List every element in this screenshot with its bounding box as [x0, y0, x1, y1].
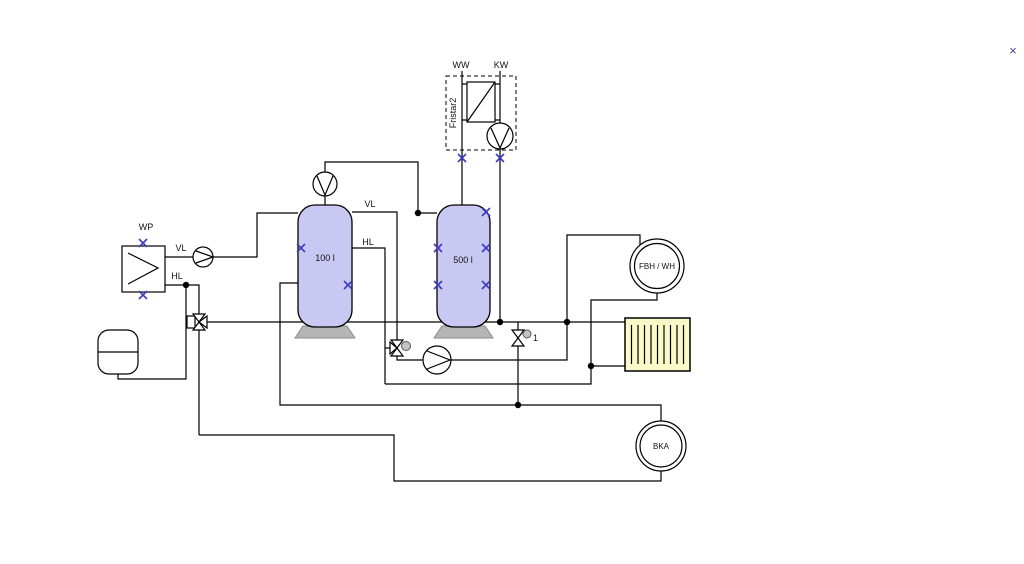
expansion-vessel[interactable]	[97, 329, 139, 375]
sensor-x-mark	[138, 290, 148, 300]
junction-dot	[414, 209, 422, 217]
pipe-expansion-vessel	[117, 285, 187, 380]
fbh-wh-circuit[interactable]: FBH / WH	[629, 238, 685, 294]
sensor-x-mark	[481, 280, 491, 290]
heating-circuit-pump[interactable]	[422, 345, 452, 375]
wp-vl-label: VL	[175, 243, 186, 253]
junction-dot	[563, 318, 571, 326]
sensor-marks	[138, 153, 505, 300]
storage-tank-500l[interactable]: 500 l	[433, 204, 494, 339]
tank-hl-label: HL	[362, 237, 374, 247]
heat-pump-label: WP	[139, 222, 154, 232]
wp-pump[interactable]	[192, 246, 215, 268]
heat-exchanger-diagonal	[466, 81, 496, 123]
pipe-wp-hl	[165, 284, 200, 435]
junction-dot	[514, 401, 522, 409]
zone-valve-1[interactable]	[510, 329, 532, 347]
sensor-x-mark	[457, 153, 467, 163]
pipes	[117, 71, 662, 482]
radiator-fins	[630, 325, 685, 364]
heat-pump-zigzag	[127, 252, 160, 285]
pipe-wp-vl	[165, 212, 298, 258]
pipe-heating-supply	[396, 234, 641, 361]
junction-dot	[496, 318, 504, 326]
sensor-x-mark	[296, 243, 306, 253]
buffer-tank-100l[interactable]: 100 l	[294, 204, 356, 339]
ww-label: WW	[453, 60, 470, 70]
pipe-tank-vl	[352, 211, 398, 341]
tank-500-label: 500 l	[453, 255, 473, 265]
fbh-wh-label: FBH / WH	[639, 262, 675, 271]
mixing-valve-heating[interactable]	[389, 339, 411, 357]
pipe-bka-return	[199, 434, 662, 482]
bka-circuit[interactable]: BKA	[635, 420, 687, 472]
junction-dot	[182, 281, 190, 289]
sensor-x-mark	[433, 280, 443, 290]
junction-dot	[587, 362, 595, 370]
tank-100-base	[294, 325, 356, 339]
close-icon[interactable]: ×	[1009, 43, 1017, 58]
valve1-label: 1	[533, 333, 538, 343]
sensor-x-mark	[481, 243, 491, 253]
pipe-tank-transfer	[324, 161, 437, 214]
tank-vl-label: VL	[364, 199, 375, 209]
pipe-bka-supply	[279, 282, 662, 421]
fristar-label: Fristar2	[448, 98, 458, 129]
fristar-pump[interactable]	[486, 122, 514, 150]
pipe-heating-return	[385, 293, 658, 385]
wp-hl-label: HL	[171, 271, 183, 281]
mixer-actuator	[401, 341, 411, 351]
sensor-x-mark	[138, 238, 148, 248]
tank-100-label: 100 l	[315, 253, 335, 263]
valve1-actuator	[522, 329, 532, 339]
sensor-x-mark	[433, 243, 443, 253]
junction-dots	[182, 209, 595, 409]
tank-500-base	[433, 325, 494, 339]
radiator[interactable]	[624, 317, 691, 372]
bka-label: BKA	[653, 442, 670, 451]
sensor-x-mark	[343, 280, 353, 290]
sensor-x-mark	[481, 207, 491, 217]
tank-top-pump[interactable]	[312, 171, 338, 197]
fristar-boundary	[445, 75, 517, 151]
pipe-tank-hl	[352, 247, 386, 384]
pipe-exchanger-stubs	[462, 83, 500, 121]
sensor-x-mark	[495, 153, 505, 163]
mixing-valve-left[interactable]	[186, 313, 208, 331]
heat-pump[interactable]: WP	[121, 222, 166, 293]
fresh-water-station[interactable]: Fristar2 WW KW	[445, 60, 517, 151]
kw-label: KW	[494, 60, 509, 70]
